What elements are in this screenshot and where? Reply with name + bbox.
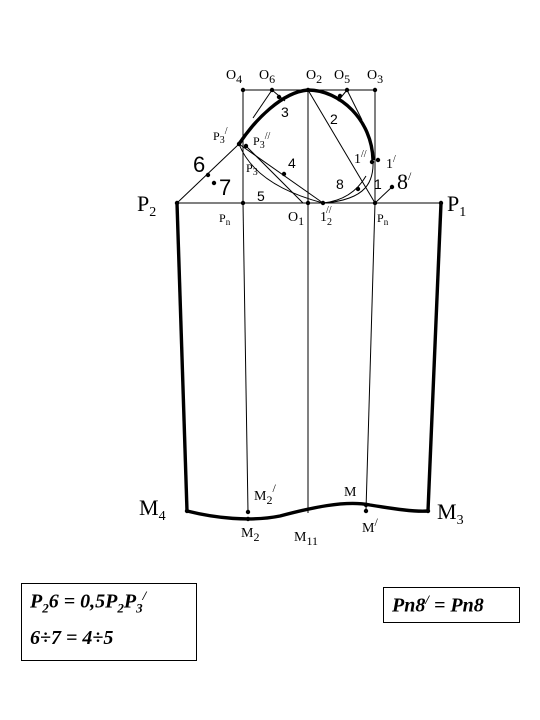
point-3 (276, 94, 282, 100)
label-P2: P2 (137, 191, 156, 220)
formula-line-2: 6÷7 = 4÷5 (30, 626, 114, 649)
point-P3p (236, 141, 242, 147)
point-M3 (425, 508, 431, 514)
point-P2 (174, 200, 180, 206)
number-8: 8 (336, 176, 344, 192)
label-P3: P3 (246, 161, 258, 178)
point-1pp2 (320, 200, 326, 206)
left-grain-line (242, 202, 249, 513)
label-M2: M2 (241, 526, 259, 544)
formula-box-right: Pn8/ = Pn8 (383, 587, 520, 623)
label-1pp2: 12// (320, 205, 332, 228)
point-O1 (305, 200, 311, 206)
right-grain-line (365, 202, 376, 511)
label-P3p: P3/ (213, 126, 228, 146)
number-2: 2 (330, 111, 338, 127)
label-M2p: M2/ (254, 481, 276, 507)
point-O3 (372, 87, 378, 93)
label-O4: O4 (226, 68, 242, 86)
point-4 (281, 171, 287, 177)
point-O6 (269, 87, 275, 93)
number-1: 1 (374, 176, 382, 192)
point-7 (211, 180, 217, 186)
label-P1: P1 (447, 191, 466, 220)
point-O2 (305, 87, 311, 93)
inner-curve-1pp2 (238, 143, 324, 204)
point-1pp (369, 159, 375, 165)
label-8p: 8/ (397, 169, 412, 194)
right-side-seam (426, 202, 443, 512)
construction-lines (176, 89, 441, 513)
point-M2p (245, 509, 251, 515)
formula-box-left: P26 = 0,5P2P3/ 6÷7 = 4÷5 (21, 583, 197, 661)
point-O4 (240, 87, 246, 93)
label-O6: O6 (259, 68, 275, 86)
left-side-seam (175, 202, 189, 512)
sleeve-outline (175, 88, 443, 521)
label-M4: M4 (139, 495, 166, 524)
label-Mp: M/ (362, 515, 378, 536)
line-O5-b (346, 89, 363, 121)
point-M2 (245, 516, 251, 522)
number-4: 4 (288, 155, 296, 171)
point-8p (389, 184, 395, 190)
label-1p: 1/ (386, 154, 396, 172)
hem-curve (186, 501, 429, 521)
point-2 (337, 93, 343, 99)
sleeve-cap-lower (322, 159, 374, 204)
point-6 (205, 172, 211, 178)
number-7: 7 (219, 175, 231, 200)
formula-line-1: P26 = 0,5P2P3/ (30, 588, 147, 616)
label-M11: M11 (294, 530, 318, 548)
label-O5: O5 (334, 68, 350, 86)
line-P3p-1pp2 (238, 143, 324, 204)
point-M (363, 502, 369, 508)
number-6: 6 (193, 152, 205, 177)
number-3: 3 (281, 104, 289, 120)
point-Pn-right (372, 200, 378, 206)
point-P1 (438, 200, 444, 206)
line-Pn-8p (374, 186, 393, 204)
label-1pp: 1// (354, 149, 367, 167)
point-M4 (184, 508, 190, 514)
construction-points (174, 87, 444, 522)
point-Pn-left (240, 200, 246, 206)
number-5: 5 (257, 188, 265, 204)
label-M: M (344, 485, 357, 500)
point-P3pp (243, 143, 249, 149)
formula-right: Pn8/ = Pn8 (392, 592, 484, 617)
line-O6-a (252, 89, 273, 119)
point-1p (375, 157, 381, 163)
point-O5 (344, 87, 350, 93)
label-O3: O3 (367, 68, 383, 86)
label-O2: O2 (306, 68, 322, 86)
label-M3: M3 (437, 499, 464, 528)
label-Pn-right: Pn (377, 211, 389, 227)
point-Mp (363, 508, 369, 514)
point-8 (355, 186, 361, 192)
point-numbers: 3 2 4 5 6 7 8 1 (193, 104, 382, 204)
label-P3pp: P3// (253, 131, 270, 151)
label-Pn-left: Pn (219, 211, 231, 227)
label-O1: O1 (288, 210, 304, 228)
point-labels: O4 O6 O2 O5 O3 P3/ P3// P3 P2 P1 Pn O1 1… (137, 68, 466, 548)
line-O2-Pn (307, 89, 376, 204)
